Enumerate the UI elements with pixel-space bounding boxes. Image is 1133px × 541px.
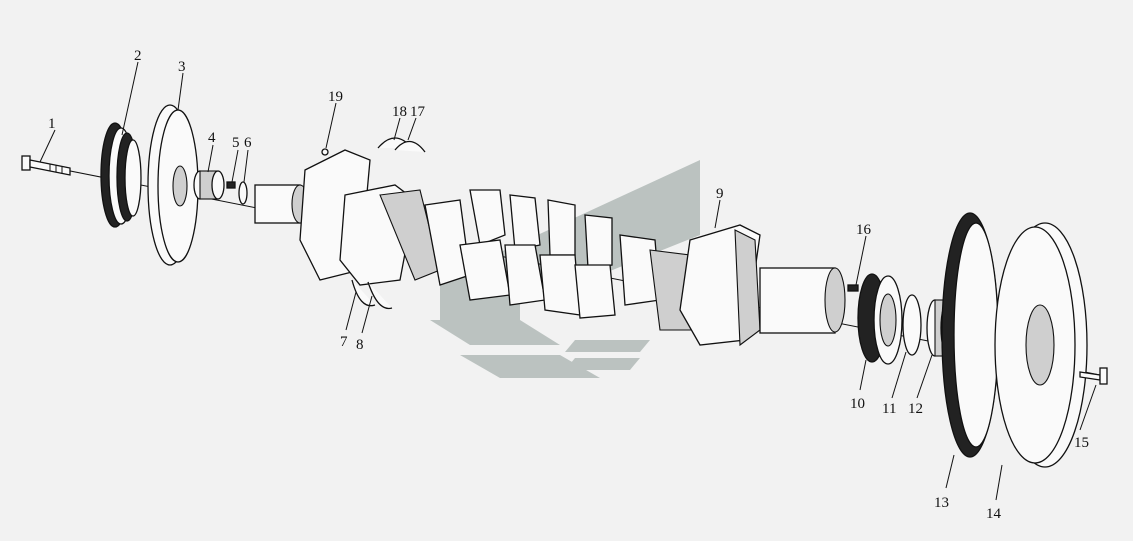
damper-disc	[147, 104, 199, 266]
label-part-7: 7	[340, 334, 348, 350]
label-part-14: 14	[986, 506, 1002, 522]
label-part-18: 18	[392, 104, 407, 120]
label-part-1: 1	[48, 116, 56, 132]
label-part-15: 15	[1074, 435, 1089, 451]
upper-bearing-shells	[377, 137, 426, 153]
rear-key	[847, 284, 859, 292]
flywheel-ring-gear	[941, 212, 999, 458]
label-part-17: 17	[410, 104, 426, 120]
label-part-16: 16	[856, 222, 872, 238]
thrust-washer	[238, 181, 248, 205]
rear-journal	[759, 267, 846, 334]
front-journal	[254, 184, 309, 224]
label-part-9: 9	[716, 186, 724, 202]
seal-ring	[902, 294, 922, 356]
label-part-3: 3	[178, 59, 186, 75]
hub-sleeve	[193, 170, 225, 200]
front-bolt	[21, 155, 71, 176]
label-part-8: 8	[356, 337, 364, 353]
pulley	[100, 122, 142, 228]
label-part-4: 4	[208, 130, 216, 146]
key-part	[226, 181, 236, 189]
label-part-10: 10	[850, 396, 865, 412]
label-part-6: 6	[244, 135, 252, 151]
label-part-11: 11	[882, 401, 896, 417]
part-labels: 1 2 3 4 5 6 7 8 9 10 11 12 13 14 15 16 1…	[48, 48, 1089, 522]
label-part-19: 19	[328, 89, 343, 105]
label-part-13: 13	[934, 495, 949, 511]
rear-bolt	[1079, 367, 1108, 385]
dowel-pin	[321, 148, 329, 156]
lower-bearing-shells	[351, 279, 393, 310]
label-part-5: 5	[232, 135, 240, 151]
leader-lines	[39, 61, 1097, 501]
crankshaft-throws	[299, 149, 761, 347]
flywheel	[994, 222, 1088, 468]
label-part-12: 12	[908, 401, 923, 417]
label-part-2: 2	[134, 48, 142, 64]
timing-gear	[857, 273, 903, 365]
